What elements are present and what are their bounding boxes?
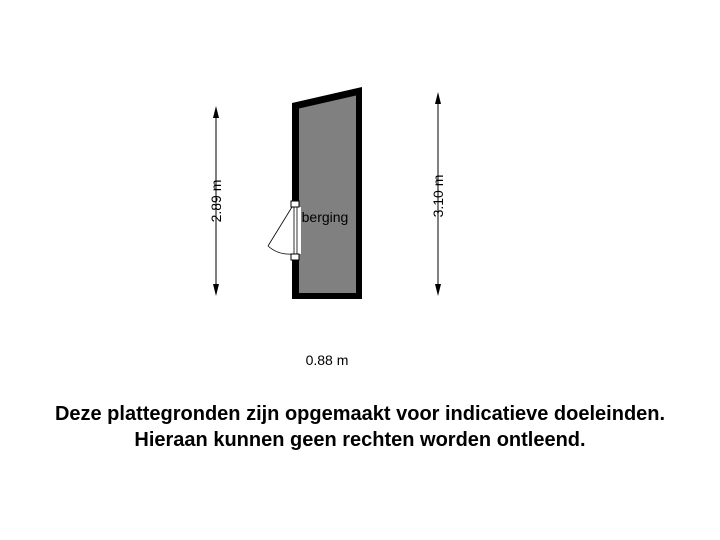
room-label: berging bbox=[302, 209, 349, 225]
right-height-label: 3.10 m bbox=[430, 175, 446, 218]
door-icon bbox=[267, 200, 301, 261]
left-dimension-line bbox=[213, 106, 219, 296]
left-height-label: 2.89 m bbox=[208, 180, 224, 223]
width-label: 0.88 m bbox=[306, 352, 349, 368]
disclaimer-line-1: Deze plattegronden zijn opgemaakt voor i… bbox=[54, 403, 666, 425]
disclaimer-line-2: Hieraan kunnen geen rechten worden ontle… bbox=[134, 429, 586, 451]
right-dimension-line bbox=[435, 92, 441, 296]
room-floor bbox=[299, 95, 356, 293]
